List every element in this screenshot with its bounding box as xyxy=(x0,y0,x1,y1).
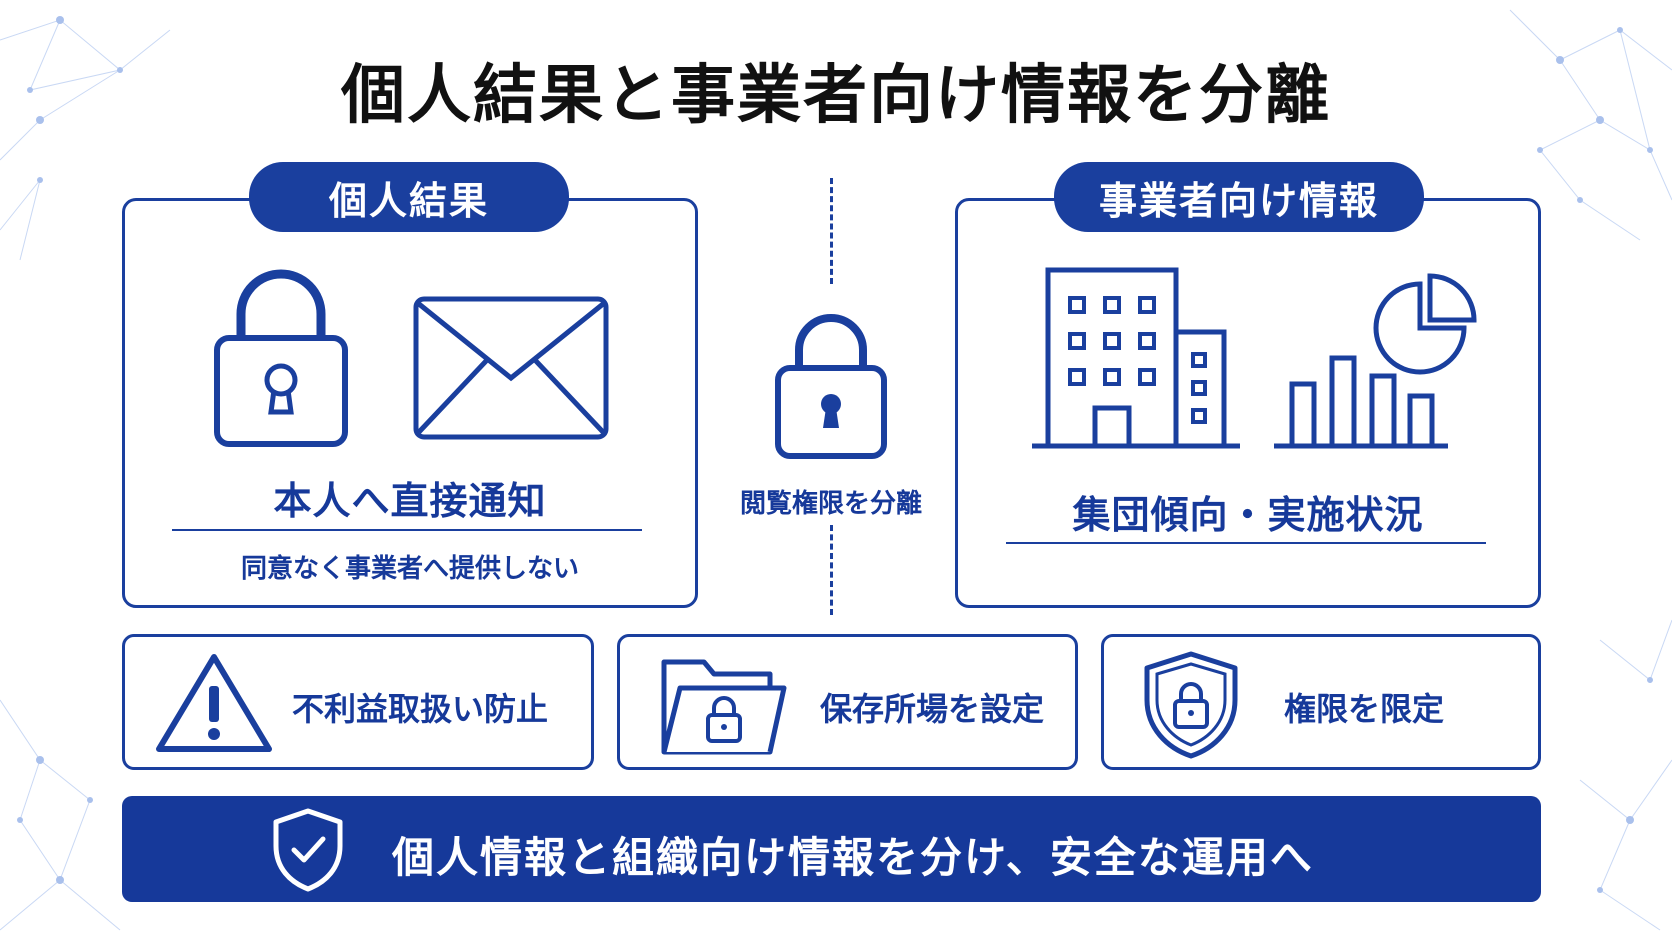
building-icon xyxy=(1032,267,1240,449)
envelope-icon xyxy=(413,296,609,440)
right-divider xyxy=(1006,542,1486,544)
no-sharing-label: 同意なく事業者へ提供しない xyxy=(240,554,579,584)
group-trends-label: 集団傾向・実施状況 xyxy=(1072,493,1424,537)
page-title: 個人結果と事業者向け情報を分離 xyxy=(341,59,1331,133)
padlock-icon xyxy=(775,314,887,459)
personal-results-panel xyxy=(122,198,698,608)
shield-check-icon xyxy=(273,808,343,892)
business-info-header: 事業者向け情報 xyxy=(1054,162,1424,232)
center-dashed-divider-bottom xyxy=(830,525,833,615)
warning-icon xyxy=(156,654,272,752)
notify-directly-label: 本人へ直接通知 xyxy=(273,479,547,523)
shield-lock-icon xyxy=(1144,651,1238,759)
pie-chart-icon xyxy=(1373,273,1477,375)
personal-results-header: 個人結果 xyxy=(249,162,569,232)
padlock-icon xyxy=(214,269,348,447)
limit-permissions-label: 権限を限定 xyxy=(1284,690,1445,728)
conclusion-banner xyxy=(122,796,1541,902)
storage-location-label: 保存所場を設定 xyxy=(820,690,1045,728)
bar-chart-icon xyxy=(1274,355,1448,449)
locked-folder-icon xyxy=(661,659,787,755)
prevent-disadvantage-label: 不利益取扱い防止 xyxy=(292,690,549,728)
separate-access-label: 閲覧権限を分離 xyxy=(739,489,922,519)
center-dashed-divider-top xyxy=(830,178,833,284)
left-divider xyxy=(172,529,642,531)
conclusion-banner-text: 個人情報と組織向け情報を分け、安全な運用へ xyxy=(392,833,1314,882)
